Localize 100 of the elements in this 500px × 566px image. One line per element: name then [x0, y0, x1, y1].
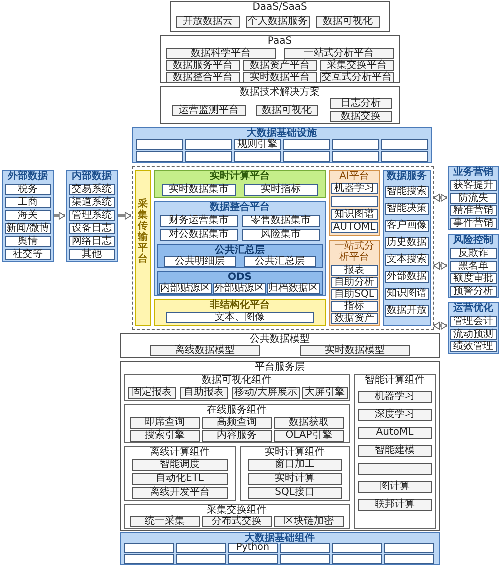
component-box	[283, 151, 330, 162]
panel-title: 大数据基础组件	[245, 533, 316, 544]
component-label: 新闻/微博	[6, 224, 50, 233]
component-box	[332, 554, 382, 564]
component-box	[283, 139, 330, 150]
panel-title: 在线服务组件	[206, 405, 268, 416]
component-box	[5, 184, 51, 195]
component-box	[242, 215, 320, 227]
platform-panel	[329, 240, 380, 326]
component-label: 额度审批	[454, 274, 494, 283]
component-label: 数据可视化	[323, 17, 373, 27]
component-label: 统一采集	[145, 517, 185, 526]
panel-title: 内部数据	[71, 171, 113, 182]
component-panel	[124, 504, 350, 529]
component-label: 管理会计	[454, 317, 494, 326]
component-label: 精准营销	[454, 206, 494, 215]
component-box	[316, 16, 380, 28]
component-box	[358, 499, 432, 511]
layer-panel	[120, 361, 440, 531]
component-label: 大屏引擎	[305, 388, 345, 398]
component-box	[124, 554, 174, 564]
component-box	[228, 554, 278, 564]
component-box	[150, 345, 260, 356]
component-box	[166, 48, 276, 59]
component-label: 其他	[82, 250, 102, 259]
component-box	[302, 387, 348, 399]
component-label: 对公数据集市	[169, 230, 229, 240]
component-label: 自动化ETL	[156, 474, 204, 484]
panel-title: 风险控制	[452, 235, 494, 246]
group-panel	[66, 170, 118, 262]
component-box	[228, 543, 278, 553]
component-label: AUTOML	[333, 223, 376, 232]
component-label: 开放数据云	[183, 17, 233, 27]
platform-panel	[135, 170, 151, 326]
component-box	[331, 209, 378, 220]
component-label: 离线开发平台	[150, 488, 210, 498]
component-box	[274, 516, 344, 527]
component-box	[69, 223, 115, 234]
component-box	[69, 197, 115, 208]
component-label: 零售数据集市	[251, 216, 311, 226]
panel-title: DaaS/SaaS	[252, 2, 308, 13]
component-box	[274, 430, 344, 442]
connector-arrow	[434, 262, 448, 270]
connector-arrow	[118, 212, 132, 220]
component-box	[185, 139, 232, 150]
group-panel	[2, 170, 54, 262]
connector-arrow	[434, 194, 448, 202]
component-box	[331, 313, 378, 324]
group-panel	[383, 170, 431, 326]
component-label: 黑名单	[458, 262, 488, 270]
component-box	[234, 151, 281, 162]
component-label: 实时数据平台	[250, 73, 310, 82]
component-label: Python	[236, 544, 270, 552]
layer-panel	[120, 333, 440, 358]
component-label: OLAP引擎	[286, 431, 332, 441]
component-panel	[124, 404, 350, 443]
component-box	[202, 516, 272, 527]
panel-title: 智能计算组件	[364, 375, 426, 386]
component-label: 社交等	[13, 250, 43, 259]
layer-panel	[160, 35, 400, 83]
component-panel	[354, 374, 436, 529]
component-label: 搜索引擎	[145, 431, 185, 441]
component-label: 实时计算	[275, 474, 315, 484]
component-box	[358, 463, 432, 475]
component-box	[248, 473, 342, 485]
component-label: 报表	[344, 266, 364, 275]
group-panel	[120, 532, 440, 565]
component-box	[130, 516, 200, 527]
component-label: 外部贴源区	[214, 284, 264, 293]
panel-title: 公共汇总层	[214, 245, 265, 256]
component-box	[332, 139, 379, 150]
component-label: 舆情	[18, 237, 38, 246]
component-box	[69, 249, 115, 260]
component-box	[130, 430, 200, 442]
group-panel	[448, 166, 499, 230]
component-box	[450, 328, 497, 340]
panel-title: 数据可视化组件	[201, 375, 273, 386]
component-box	[300, 345, 410, 356]
component-box	[202, 417, 272, 429]
panel-title: 非结构化平台	[209, 300, 271, 311]
connector-arrow	[54, 212, 66, 220]
component-label: 图计算	[380, 482, 410, 492]
component-label: 自助报表	[184, 388, 224, 398]
component-box	[166, 60, 240, 71]
panel-title: 平台服务层	[254, 362, 306, 373]
component-box	[242, 229, 320, 241]
component-label: 规则引擎	[238, 140, 278, 149]
component-box	[243, 72, 317, 83]
component-label: 文本搜索	[387, 255, 427, 265]
component-box	[136, 151, 183, 162]
component-label: 固定报表	[132, 388, 172, 398]
component-label: 机器学习	[334, 184, 374, 193]
component-box	[185, 151, 232, 162]
component-label: 日志分析	[341, 99, 381, 108]
component-label: 税务	[18, 185, 38, 194]
component-box	[180, 387, 228, 399]
group-panel	[448, 234, 499, 298]
group-panel	[154, 201, 326, 296]
component-box	[450, 260, 497, 272]
component-box	[331, 301, 378, 312]
